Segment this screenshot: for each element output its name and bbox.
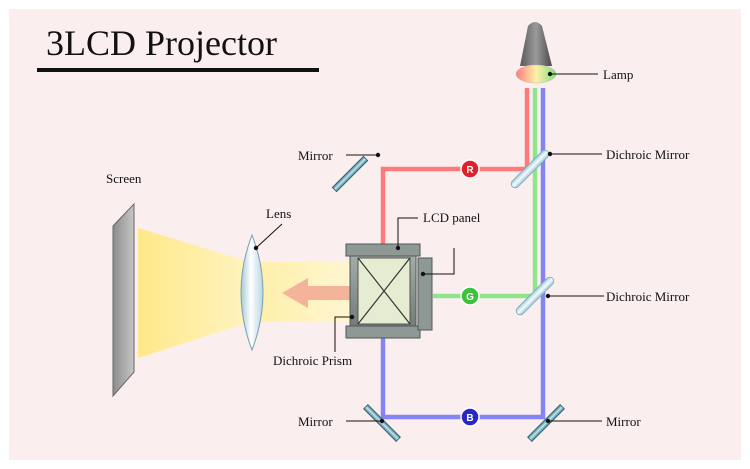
label-screen: Screen (106, 171, 142, 186)
badge-red: R (460, 159, 480, 179)
label-mirror-bottom-left: Mirror (298, 414, 333, 429)
diagram-title: 3LCD Projector (46, 23, 277, 63)
label-dichroic-prism: Dichroic Prism (273, 353, 352, 368)
lcd-panel-side (417, 257, 433, 331)
prism-assembly (345, 243, 433, 339)
badge-green: G (460, 286, 480, 306)
badge-blue: B (460, 407, 480, 427)
red-beam (380, 88, 530, 247)
leader-lines (255, 73, 604, 422)
lcd-panel-bottom (345, 325, 421, 339)
label-mirror-bottom-right: Mirror (606, 414, 641, 429)
mirror-bottom-right (527, 404, 565, 442)
badge-red-text: R (466, 165, 474, 176)
dichroic-mirror-2 (515, 276, 555, 316)
projection-lens (240, 233, 264, 352)
projected-light-far (138, 228, 250, 358)
label-lamp: Lamp (603, 67, 633, 82)
dichroic-mirror-1 (510, 149, 550, 189)
direction-arrow (282, 278, 360, 308)
label-dichroic-mirror-1: Dichroic Mirror (606, 147, 690, 162)
projection-screen (112, 202, 135, 398)
label-mirror-top: Mirror (298, 148, 333, 163)
lamp-housing (520, 22, 552, 66)
label-dichroic-mirror-2: Dichroic Mirror (606, 289, 690, 304)
label-lcd-panel: LCD panel (423, 210, 481, 225)
leader-dots (253, 71, 553, 424)
lcd-panel-top (345, 243, 421, 257)
label-lens: Lens (266, 206, 291, 221)
badge-green-text: G (466, 292, 474, 303)
title-underline (37, 68, 319, 72)
mirror-top-left (331, 155, 369, 193)
badge-blue-text: B (466, 413, 473, 424)
